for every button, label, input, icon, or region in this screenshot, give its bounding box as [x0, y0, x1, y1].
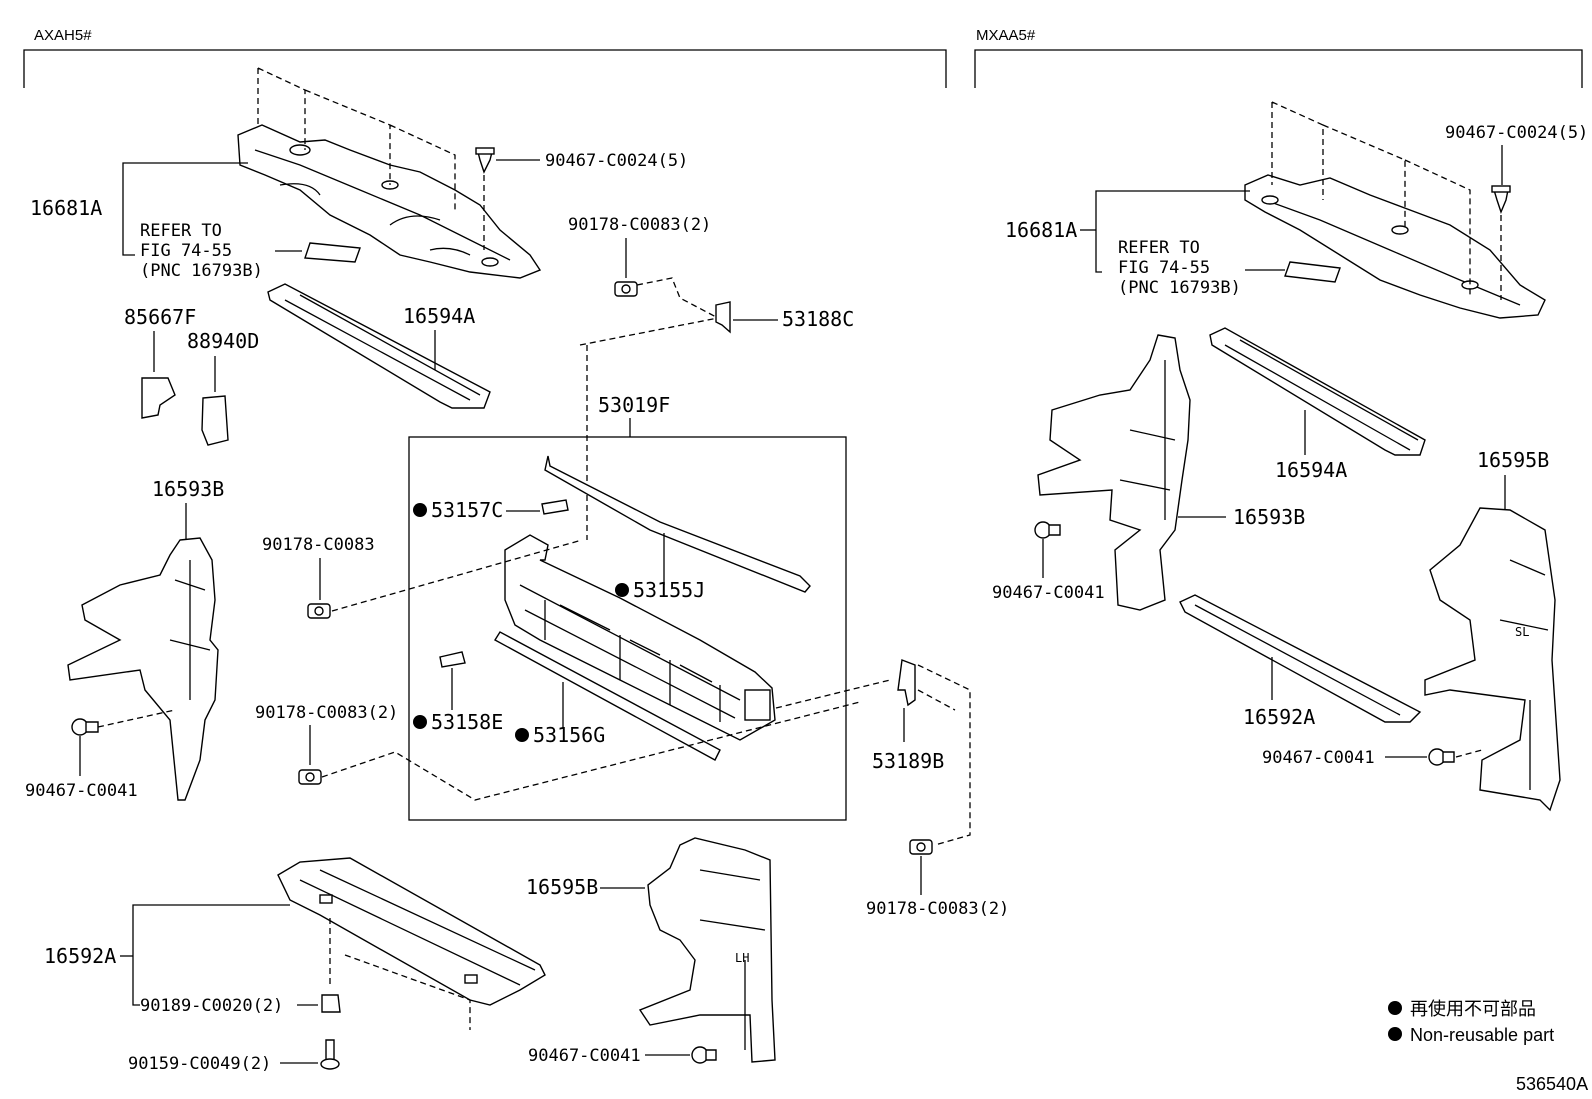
label-16593B-right: 16593B [1233, 505, 1305, 529]
label-90467-C0024-right: 90467-C0024(5) [1445, 123, 1588, 143]
part-53155J [544, 455, 811, 593]
label-16594A-right: 16594A [1275, 458, 1347, 482]
part-16594A [267, 283, 491, 409]
legend-text-en: Non-reusable part [1410, 1025, 1554, 1045]
nut-icon [614, 281, 638, 297]
nut-icon [307, 603, 331, 619]
part-radiator-support [504, 534, 776, 741]
label-90178-C0083-top: 90178-C0083(2) [568, 215, 711, 235]
section-header-mxaa5: MXAA5# [976, 27, 1036, 44]
dash-bolt-right [1455, 749, 1483, 758]
clip-icon [475, 147, 495, 174]
legend-text-jp: 再使用不可部品 [1410, 999, 1536, 1019]
label-16681A: 16681A [30, 196, 102, 220]
label-90467-C0024: 90467-C0024(5) [545, 151, 688, 171]
part-53188C [715, 301, 731, 334]
label-53189B: 53189B [872, 749, 944, 773]
part-16593B-right [1037, 334, 1191, 611]
dash-53189B-top [775, 679, 891, 709]
part-53189B [897, 659, 916, 707]
part-16592A-right [1179, 594, 1422, 723]
label-53155J: 53155J [633, 578, 705, 602]
label-90467-C0041-right-a: 90467-C0041 [992, 583, 1105, 603]
label-53188C: 53188C [782, 307, 854, 331]
label-refer-right-line1: REFER TO [1118, 238, 1200, 258]
legend-dot-en [1388, 1027, 1402, 1041]
refer-pad [304, 242, 361, 263]
section-bracket-right [974, 49, 1583, 88]
group-box-53019F [408, 436, 847, 821]
bolt-icon [691, 1046, 717, 1064]
label-53157C: 53157C [431, 498, 503, 522]
label-90467-C0041-left: 90467-C0041 [25, 781, 138, 801]
clip-icon [1491, 185, 1511, 214]
bolt-icon [1034, 521, 1061, 539]
label-refer-line3: (PNC 16793B) [140, 261, 263, 281]
part-88940D [201, 395, 229, 446]
dash-nut-single [331, 539, 583, 612]
label-90467-C0041-bottom: 90467-C0041 [528, 1046, 641, 1066]
part-85667F [141, 377, 176, 419]
svg-text:SL: SL [1515, 625, 1529, 639]
label-90467-C0041-right-b: 90467-C0041 [1262, 748, 1375, 768]
label-16595B-right: 16595B [1477, 448, 1549, 472]
screw-icon [320, 1039, 340, 1070]
label-53156G: 53156G [533, 723, 605, 747]
label-refer-line1: REFER TO [140, 221, 222, 241]
label-refer-right-line2: FIG 74-55 [1118, 258, 1210, 278]
part-16594A-right [1209, 327, 1426, 456]
label-53019F: 53019F [598, 393, 670, 417]
label-90159-C0049: 90159-C0049(2) [128, 1054, 271, 1074]
nonreusable-dot-53157C [413, 503, 427, 517]
section-header-axah5: AXAH5# [34, 27, 92, 44]
part-53156G [494, 631, 721, 761]
svg-text:LH: LH [735, 951, 749, 965]
leader-16681A [122, 162, 248, 256]
nonreusable-dot-53155J [615, 583, 629, 597]
figure-id: 536540A [1516, 1074, 1588, 1094]
part-16595B-right: SL [1424, 507, 1561, 812]
label-refer-right-line3: (PNC 16793B) [1118, 278, 1241, 298]
leader-16592A [132, 904, 290, 1006]
label-90178-C0083-right: 90178-C0083(2) [866, 899, 1009, 919]
label-16592A-right: 16592A [1243, 705, 1315, 729]
nut-icon [909, 839, 933, 855]
clip-icon [321, 994, 341, 1013]
dash-16592A [329, 918, 471, 1030]
dash-53189B [917, 664, 971, 846]
dash-16593B-bolt [97, 709, 176, 728]
bolt-icon [71, 718, 99, 736]
dash-53188C [579, 277, 719, 346]
label-85667F: 85667F [124, 305, 196, 329]
label-88940D: 88940D [187, 329, 259, 353]
refer-pad-right [1284, 261, 1341, 283]
label-90178-C0083-mid: 90178-C0083(2) [255, 703, 398, 723]
label-53158E: 53158E [431, 710, 503, 734]
label-refer-line2: FIG 74-55 [140, 241, 232, 261]
part-16595B: LH [638, 837, 776, 1063]
label-90178-C0083-single: 90178-C0083 [262, 535, 375, 555]
nonreusable-dot-53158E [413, 715, 427, 729]
part-16593B [67, 537, 219, 801]
part-53158E [439, 651, 466, 668]
dash-lines-16681A-right [1271, 101, 1471, 295]
bolt-icon [1428, 748, 1455, 766]
label-16595B: 16595B [526, 875, 598, 899]
part-16681A-cover [237, 124, 542, 279]
part-16592A [277, 857, 546, 1006]
legend-dot-jp [1388, 1001, 1402, 1015]
part-53157C [541, 499, 569, 515]
nut-icon [298, 769, 322, 785]
label-90189-C0020: 90189-C0020(2) [140, 996, 283, 1016]
label-16592A: 16592A [44, 944, 116, 968]
leader-16681A-right [1095, 190, 1250, 273]
label-16593B: 16593B [152, 477, 224, 501]
section-bracket-left [23, 49, 947, 88]
label-16681A-right: 16681A [1005, 218, 1077, 242]
dash-nut-mid [321, 701, 861, 801]
nonreusable-dot-53156G [515, 728, 529, 742]
dash-lines-16681A [257, 67, 456, 210]
label-16594A: 16594A [403, 304, 475, 328]
